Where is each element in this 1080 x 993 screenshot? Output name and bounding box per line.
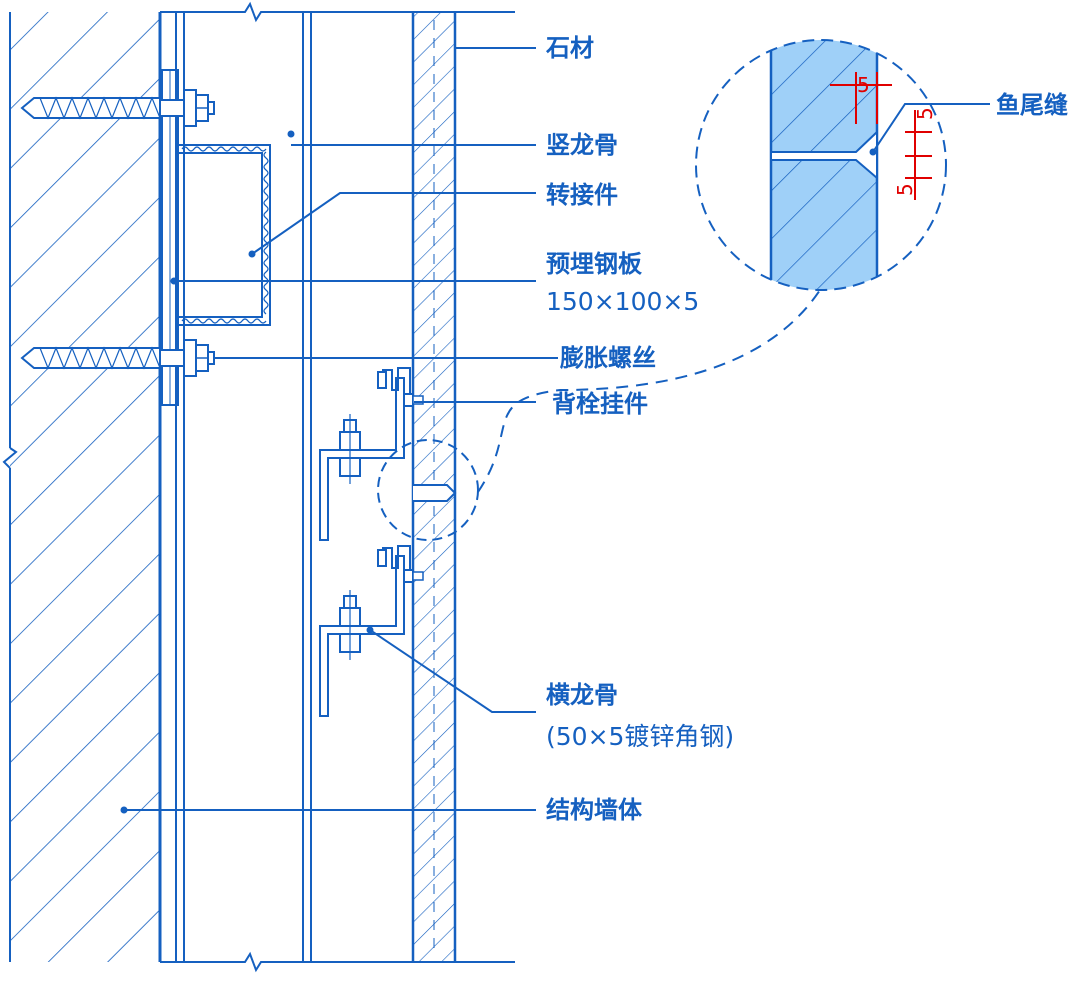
dim-joint-depth-upper: 5 [913, 107, 937, 120]
label-embedded-plate-size: 150×100×5 [546, 287, 699, 316]
embedded-steel-plate [161, 69, 179, 406]
leader-lines [120, 47, 990, 814]
expansion-bolt-bottom [20, 339, 215, 377]
structural-wall [2, 12, 162, 962]
vertical-keel [175, 12, 312, 962]
label-stone: 石材 [545, 34, 594, 62]
horizontal-keel-upper [319, 377, 405, 541]
detail-connector-line [477, 289, 821, 493]
horizontal-keel-lower [319, 555, 405, 717]
dim-joint-width: 5 [857, 73, 870, 97]
dim-joint-depth-lower: 5 [893, 183, 917, 196]
back-bolt-hanger-lower [377, 545, 424, 583]
label-expansion-bolt: 膨胀螺丝 [559, 344, 656, 372]
back-bolt-hanger-upper [377, 367, 424, 407]
label-horizontal-keel: 横龙骨 [546, 681, 618, 709]
expansion-bolt-top [20, 89, 215, 127]
label-embedded-plate: 预埋钢板 [546, 250, 643, 278]
dimension-marks: 5 5 5 [830, 72, 937, 200]
label-horizontal-keel-spec: (50×5镀锌角钢) [546, 722, 734, 751]
fishtail-joint-detail [695, 39, 947, 291]
label-structural-wall: 结构墙体 [546, 796, 643, 824]
label-back-bolt-hanger: 背栓挂件 [552, 390, 648, 418]
adapter-channel [178, 144, 271, 326]
label-fishtail-joint: 鱼尾缝 [996, 91, 1068, 119]
label-adapter: 转接件 [546, 181, 618, 209]
stone-panel [411, 12, 457, 962]
break-line-bottom [160, 951, 515, 973]
detail-marker-circle [377, 439, 479, 541]
break-line-top [160, 1, 515, 23]
label-vertical-keel: 竖龙骨 [546, 131, 618, 159]
